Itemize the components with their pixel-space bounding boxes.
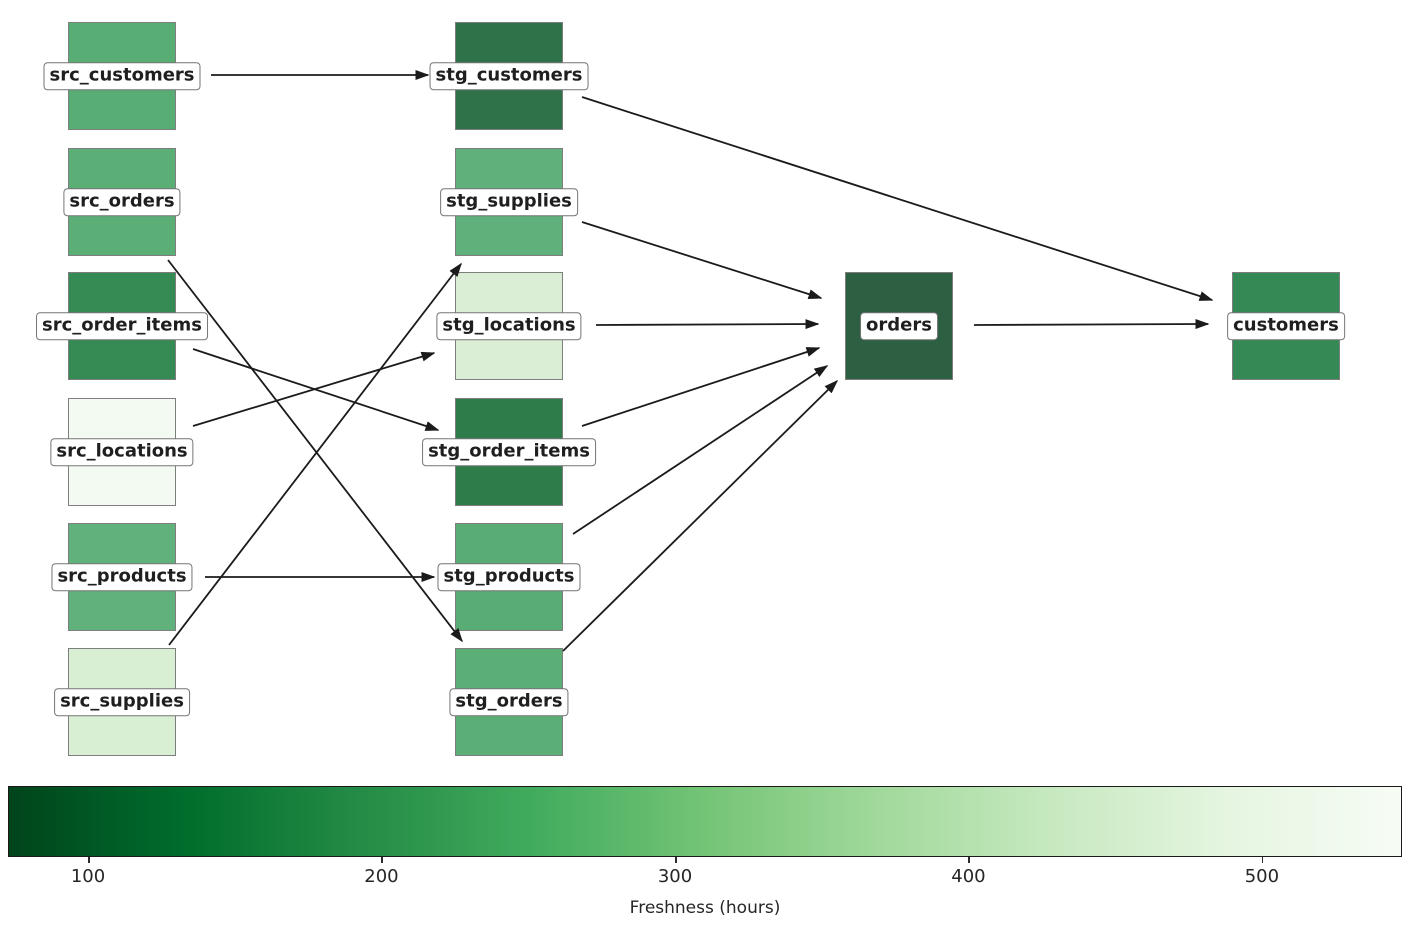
edge-src_supplies-to-stg_supplies — [168, 262, 462, 646]
node-label-stg_orders: stg_orders — [449, 688, 569, 716]
edge-src_orders-to-stg_orders — [167, 259, 463, 643]
colorbar-tick-label: 300 — [657, 866, 693, 887]
node-label-src_supplies: src_supplies — [54, 688, 190, 716]
node-label-orders: orders — [860, 312, 938, 340]
node-label-src_order_items: src_order_items — [36, 312, 208, 340]
node-label-customers: customers — [1227, 312, 1345, 340]
edge-stg_products-to-orders — [572, 365, 829, 535]
edges-layer — [167, 70, 1214, 652]
edge-src_locations-to-stg_locations — [192, 351, 436, 427]
colorbar-axis-label: Freshness (hours) — [629, 898, 781, 918]
edge-stg_customers-to-customers — [581, 96, 1214, 301]
colorbar-tick-label: 100 — [70, 866, 106, 887]
edge-orders-to-customers — [973, 319, 1210, 330]
node-label-src_customers: src_customers — [43, 62, 201, 90]
colorbar-tick — [381, 857, 383, 863]
node-label-src_orders: src_orders — [63, 188, 181, 216]
node-label-src_products: src_products — [51, 563, 193, 591]
colorbar-tick — [968, 857, 970, 863]
colorbar-tick-label: 500 — [1244, 866, 1280, 887]
node-label-stg_customers: stg_customers — [429, 62, 589, 90]
colorbar-tick-label: 200 — [364, 866, 399, 887]
edge-stg_order_items-to-orders — [581, 347, 821, 427]
colorbar-tick — [88, 857, 90, 863]
node-label-stg_order_items: stg_order_items — [422, 438, 596, 466]
colorbar-tick — [675, 857, 677, 863]
node-label-stg_supplies: stg_supplies — [440, 188, 578, 216]
colorbar-tick-label: 400 — [951, 866, 986, 887]
edge-stg_orders-to-orders — [562, 379, 839, 652]
colorbar-gradient — [8, 786, 1402, 857]
edge-stg_locations-to-orders — [595, 319, 820, 330]
edge-stg_supplies-to-orders — [581, 221, 823, 299]
colorbar-tick — [1261, 857, 1264, 863]
node-label-src_locations: src_locations — [50, 438, 194, 466]
node-label-stg_products: stg_products — [437, 563, 581, 591]
node-label-stg_locations: stg_locations — [436, 312, 582, 340]
